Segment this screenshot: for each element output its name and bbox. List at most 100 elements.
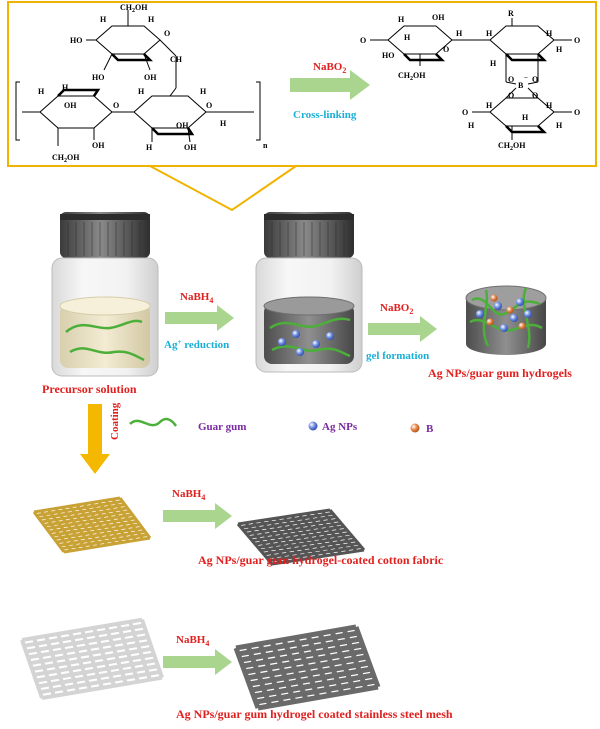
svg-text:OH: OH [64, 101, 77, 110]
svg-text:−: − [524, 74, 528, 82]
coated-cotton-strand [328, 509, 366, 551]
mesh-strand [140, 619, 164, 679]
svg-text:H: H [220, 119, 227, 128]
mesh-strand [39, 669, 161, 695]
precursor-vial [51, 212, 159, 377]
svg-text:H: H [62, 83, 69, 92]
legend: Guar gum Ag NPs B [129, 417, 434, 435]
svg-text:O: O [508, 91, 514, 100]
cotton-fabric [32, 496, 152, 554]
svg-text:H: H [148, 15, 155, 24]
fabric-caption: Ag NPs/guar gum hydrogel-coated cotton f… [198, 553, 444, 567]
atom-label: CH2OH [120, 3, 148, 14]
svg-text:O: O [113, 101, 119, 110]
mesh-caption: Ag NPs/guar gum hydrogel coated stainles… [176, 707, 453, 721]
svg-text:H: H [138, 87, 145, 96]
svg-text:H: H [38, 87, 45, 96]
coating-label: Coating [109, 402, 121, 440]
svg-text:HO: HO [70, 36, 82, 45]
svg-text:OH: OH [92, 141, 105, 150]
gel-label: gel formation [366, 350, 429, 362]
gel-reagent: NaBO2 [380, 302, 413, 316]
svg-text:CH2OH: CH2OH [398, 71, 426, 82]
crosslinked-atoms: O H OH H HO O H CH2OH R H H H H O O O B … [360, 9, 580, 152]
coated-mesh-strand [257, 684, 379, 711]
repeat-n: n [263, 141, 268, 150]
svg-text:H: H [556, 121, 563, 130]
svg-text:O: O [462, 108, 468, 117]
svg-text:CH2OH: CH2OH [498, 141, 526, 152]
svg-text:O: O [574, 108, 580, 117]
svg-text:O: O [574, 36, 580, 45]
svg-text:H: H [404, 33, 411, 42]
mesh-reagent: NaBH4 [176, 634, 209, 648]
svg-text:H: H [486, 29, 493, 38]
gel-arrow [368, 316, 437, 342]
hydrogel-cylinder [465, 285, 547, 355]
guar-gum-atoms: CH2OH HO HO OH H H O CH CH2OH O OH H OH … [38, 3, 268, 164]
svg-text:OH: OH [184, 143, 197, 152]
fabric-reagent: NaBH4 [172, 488, 205, 502]
legend-guar-gum: Guar gum [198, 421, 246, 433]
reaction-frame [7, 1, 597, 167]
coated-mesh-strand [253, 672, 375, 699]
coated-mesh-strand [255, 678, 377, 705]
svg-text:O: O [443, 45, 449, 54]
cotton-strand [111, 498, 145, 541]
coated-mesh-strand [248, 660, 370, 687]
svg-text:O: O [532, 91, 538, 100]
mesh-strand [37, 664, 159, 689]
legend-b-swatch [410, 423, 420, 433]
crosslinked-structure [370, 18, 572, 140]
mesh-strand [104, 625, 128, 685]
mesh-strand [80, 629, 104, 689]
svg-text:H: H [490, 59, 497, 68]
svg-text:H: H [546, 29, 553, 38]
mesh-strand [128, 621, 152, 681]
svg-text:H: H [468, 121, 475, 130]
svg-text:O: O [360, 36, 366, 45]
coated-mesh-strand [250, 666, 372, 693]
mesh-strand [92, 627, 116, 687]
coated-mesh-strand [353, 626, 381, 688]
svg-text:H: H [556, 45, 563, 54]
coated-fabric [236, 508, 366, 566]
reduced-vial [255, 212, 363, 373]
svg-text:H: H [486, 101, 493, 110]
mesh-arrow [163, 649, 232, 675]
coated-cotton-strand [321, 510, 358, 553]
svg-text:O: O [532, 75, 538, 84]
legend-b: B [426, 423, 434, 435]
mesh-strand [35, 658, 157, 683]
steel-mesh [20, 617, 164, 700]
svg-text:CH2OH: CH2OH [52, 153, 80, 164]
svg-text:H: H [522, 113, 529, 122]
reduction-reagent: NaBH4 [180, 291, 213, 305]
svg-text:H: H [100, 15, 107, 24]
mesh-strand [41, 675, 163, 700]
cotton-strand [118, 497, 152, 539]
svg-text:O: O [508, 75, 514, 84]
svg-text:H: H [546, 101, 553, 110]
frame-callout [149, 165, 297, 212]
crosslink-arrow [290, 70, 370, 100]
coated-mesh-strand [329, 630, 357, 693]
cotton-strand [104, 499, 137, 542]
mesh-strand [116, 623, 140, 683]
crosslink-reagent: NaBO2 [313, 61, 346, 75]
precursor-label: Precursor solution [42, 382, 137, 396]
svg-text:R: R [508, 9, 514, 18]
coated-cotton-strand [268, 545, 362, 563]
cotton-strand [63, 536, 151, 554]
svg-text:OH: OH [144, 73, 157, 82]
reduction-arrow [165, 305, 234, 331]
fabric-arrow [163, 503, 232, 529]
svg-text:HO: HO [92, 73, 104, 82]
crosslink-label: Cross-linking [293, 109, 357, 121]
svg-text:OH: OH [432, 13, 445, 22]
svg-text:H: H [398, 15, 405, 24]
legend-ag-nps: Ag NPs [322, 421, 358, 433]
guar-gum-structure [15, 10, 261, 146]
svg-text:O: O [206, 101, 212, 110]
